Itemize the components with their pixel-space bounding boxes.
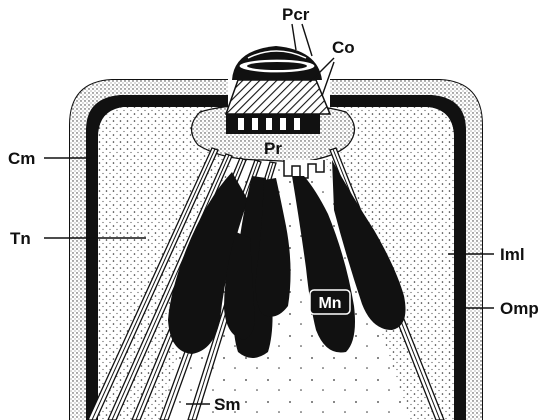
label-pcr: Pcr bbox=[282, 5, 310, 24]
label-co: Co bbox=[332, 38, 355, 57]
label-tn: Tn bbox=[10, 229, 31, 248]
label-sm: Sm bbox=[214, 395, 240, 414]
label-cm: Cm bbox=[8, 149, 35, 168]
label-iml: Iml bbox=[500, 245, 525, 264]
label-pr: Pr bbox=[264, 139, 282, 158]
label-mn: Mn bbox=[318, 295, 341, 312]
label-omp: Omp bbox=[500, 299, 539, 318]
cone bbox=[226, 80, 330, 114]
cap-ring-2 bbox=[247, 62, 307, 70]
